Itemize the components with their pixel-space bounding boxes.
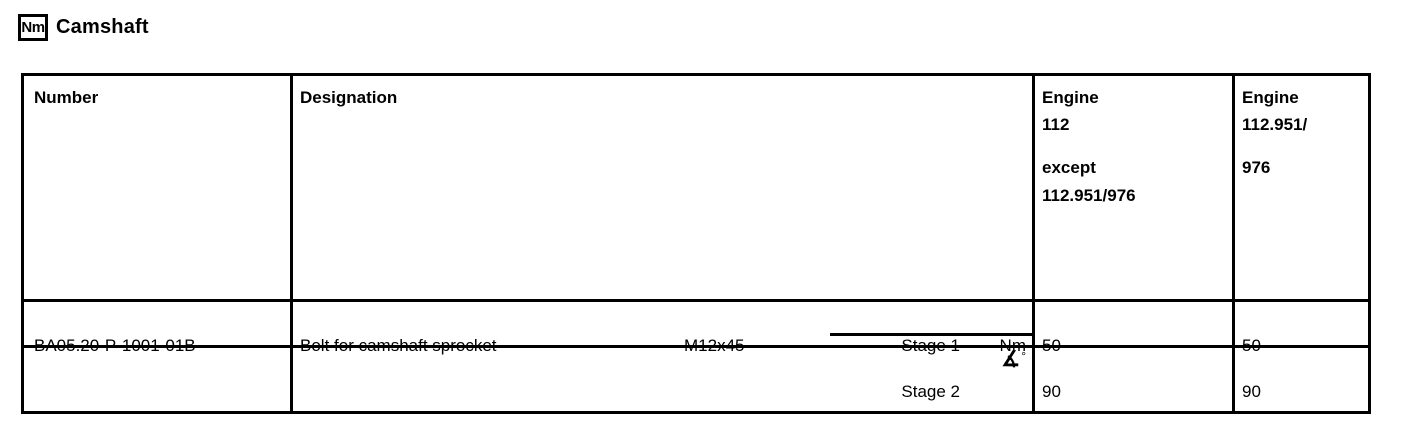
column-header-engine-112: Engine 112 except 112.951/976 xyxy=(1042,84,1227,209)
cell-stage-2: Stage 2 xyxy=(830,353,960,406)
page-title: Camshaft xyxy=(56,16,149,38)
column-header-number-label: Number xyxy=(34,88,99,107)
engine-112951-line-2: 112.951/ xyxy=(1242,115,1308,135)
stage-row-divider xyxy=(24,345,1368,348)
engine-112951-line-3: 976 xyxy=(1242,158,1271,178)
cell-designation-label: Bolt for camshaft sprocket xyxy=(300,336,497,356)
column-divider-number-designation xyxy=(290,76,293,411)
engine-112951-line-1: Engine xyxy=(1242,88,1299,107)
header-row-divider xyxy=(24,299,1368,302)
cell-value-engine112951-stage1-label: 50 xyxy=(1242,336,1261,356)
cell-value-engine112-stage1-label: 50 xyxy=(1042,336,1061,356)
table-row: BA05.20-P-1001-01B xyxy=(34,307,284,360)
column-header-engine-112951: Engine 112.951/ 976 xyxy=(1242,84,1372,182)
cell-value-engine112-stage2-label: 90 xyxy=(1042,382,1061,402)
cell-stage-2-label: Stage 2 xyxy=(901,382,960,402)
cell-value-engine112951-stage2-label: 90 xyxy=(1242,382,1261,402)
stage-row-divider-partial xyxy=(830,333,1032,336)
cell-stage-1: Stage 1 xyxy=(830,307,960,360)
cell-bolt-size-label: M12x45 xyxy=(684,336,745,356)
angle-icon: ∡ xyxy=(1001,348,1021,371)
engine-112-line-1: Engine xyxy=(1042,88,1099,107)
torque-spec-table: Number Designation Engine 112 except 112… xyxy=(21,73,1371,414)
cell-part-number: BA05.20-P-1001-01B xyxy=(34,336,196,356)
engine-112-line-2: 112 xyxy=(1042,115,1070,135)
degree-icon: ° xyxy=(1021,349,1026,363)
cell-bolt-size: M12x45 xyxy=(684,307,834,360)
column-header-designation-label: Designation xyxy=(300,88,398,107)
engine-112-line-4: 112.951/976 xyxy=(1042,185,1136,205)
cell-unit-nm: Nm xyxy=(970,307,1026,360)
column-divider-engine112-engine112951 xyxy=(1232,76,1235,411)
column-header-number: Number xyxy=(34,84,284,111)
page-header: Nm Camshaft xyxy=(18,14,149,41)
cell-unit-nm-label: Nm xyxy=(999,336,1026,356)
cell-value-engine112-stage1: 50 xyxy=(1042,307,1222,360)
cell-stage-1-label: Stage 1 xyxy=(901,336,960,356)
cell-value-engine112951-stage1: 50 xyxy=(1242,307,1367,360)
cell-designation: Bolt for camshaft sprocket xyxy=(300,307,700,360)
column-header-designation: Designation xyxy=(300,84,1020,111)
cell-value-engine112-stage2: 90 xyxy=(1042,353,1222,406)
cell-value-engine112951-stage2: 90 xyxy=(1242,353,1367,406)
engine-112-line-3: except xyxy=(1042,158,1096,178)
cell-unit-angle: ∡ ° xyxy=(970,348,1026,371)
torque-unit-icon: Nm xyxy=(18,14,48,41)
column-divider-designation-engine112 xyxy=(1032,76,1035,411)
